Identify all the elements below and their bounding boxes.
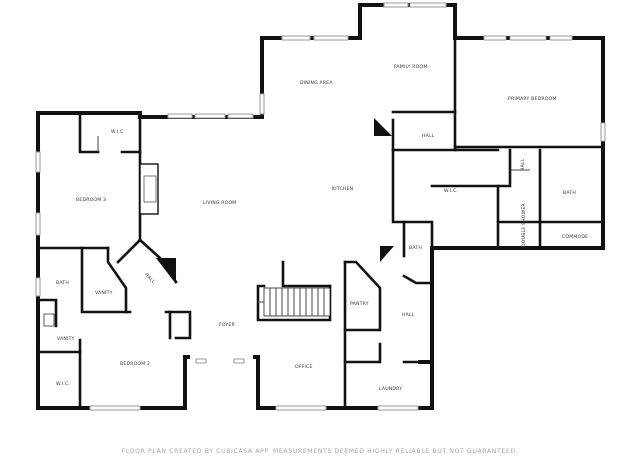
label-hall-upper: HALL [422,133,435,139]
label-hall-left: HALL [143,272,156,285]
label-hall-right: HALL [402,312,415,318]
label-bath-primary: BATH [563,190,576,196]
staircase [258,287,331,317]
label-bath-hall: BATH [409,245,422,251]
footer-disclaimer: FLOOR PLAN CREATED BY CUBICASA APP. MEAS… [121,448,519,455]
label-kitchen: KITCHEN [332,186,353,192]
label-double-shower: DOUBLE SHOWER [521,203,527,247]
label-commode: COMMODE [562,234,588,240]
label-foyer: FOYER [219,322,236,328]
label-vanity-left: VANITY [95,290,113,296]
label-dining-area: DINING AREA [300,80,333,86]
label-hall-primary: HALL [520,158,526,171]
windows [35,2,606,411]
label-wic-primary: W.I.C. [444,188,458,194]
label-pantry: PANTRY [350,301,369,307]
label-wic-lower: W.I.C. [56,381,70,387]
label-office: OFFICE [295,364,313,370]
label-primary-bedroom: PRIMARY BEDROOM [508,96,557,102]
label-wic-top-left: W.I.C [111,129,124,135]
label-laundry: LAUNDRY [379,386,402,392]
label-vanity-lower: VANITY [57,336,75,342]
label-bedroom-3: BEDROOM 3 [76,197,106,203]
label-family-room: FAMILY ROOM [394,64,427,70]
exterior-walls [36,3,605,410]
interior-walls [36,36,605,410]
room-labels: DINING AREA FAMILY ROOM PRIMARY BEDROOM … [56,64,588,392]
label-bath-left: BATH [56,280,69,286]
label-living-room: LIVING ROOM [203,200,236,206]
label-bedroom-2: BEDROOM 2 [120,361,150,367]
solid-fixtures [156,118,394,284]
